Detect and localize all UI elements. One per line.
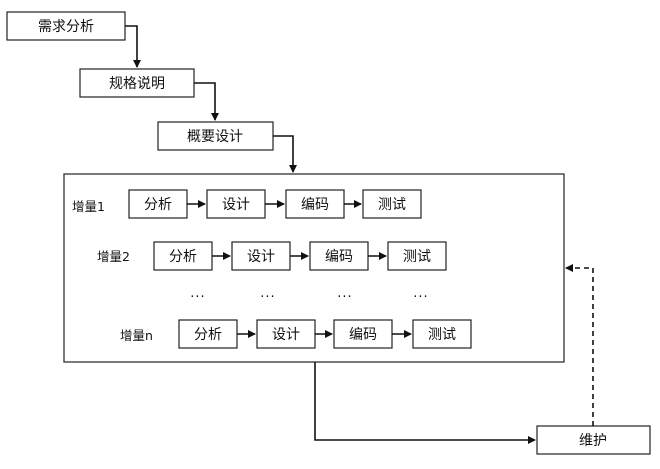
arrow-specification-to-design (194, 82, 219, 121)
ellipsis-2: ... (260, 286, 275, 301)
ellipsis-3: ... (337, 286, 352, 301)
ellipsis-row: ... ... ... ... (190, 286, 428, 301)
increment-n-step-testing: 测试 (428, 327, 456, 343)
arrow-requirements-to-specification (125, 25, 141, 68)
stage-high-level-design-label: 概要设计 (187, 129, 243, 145)
increment-n-label: 增量n (120, 328, 153, 343)
increment-n-step-coding: 编码 (349, 327, 377, 343)
increment-1-label: 增量1 (72, 199, 105, 214)
stage-high-level-design: 概要设计 (157, 121, 274, 151)
maintenance-label: 维护 (579, 433, 607, 449)
increment-2-label: 增量2 (97, 249, 130, 264)
increment-2-step-design: 设计 (247, 249, 275, 265)
increment-2-step-analysis: 分析 (169, 249, 197, 265)
increment-row-n: 增量n 分析 设计 编码 测试 (120, 319, 472, 349)
ellipsis-1: ... (190, 286, 205, 301)
increment-1-step-design: 设计 (222, 197, 250, 213)
stage-requirements-analysis: 需求分析 (6, 11, 126, 41)
increment-2-step-testing: 测试 (403, 249, 431, 265)
increment-row-1: 增量1 分析 设计 编码 测试 (72, 189, 422, 219)
increment-n-step-analysis: 分析 (194, 327, 222, 343)
stage-requirements-analysis-label: 需求分析 (38, 19, 94, 35)
increment-n-step-design: 设计 (272, 327, 300, 343)
ellipsis-4: ... (413, 286, 428, 301)
maintenance-box: 维护 (536, 425, 651, 455)
arrow-design-to-increments (273, 135, 297, 173)
stage-specification-label: 规格说明 (109, 76, 165, 92)
increment-1-step-analysis: 分析 (144, 197, 172, 213)
increment-row-2: 增量2 分析 设计 编码 测试 (97, 241, 447, 271)
feedback-arrow-maintenance-to-increments (565, 264, 594, 426)
stage-specification: 规格说明 (79, 68, 195, 98)
increment-2-step-coding: 编码 (325, 249, 353, 265)
increment-1-step-testing: 测试 (378, 197, 406, 213)
arrow-increments-to-maintenance (314, 362, 536, 444)
increment-1-step-coding: 编码 (301, 197, 329, 213)
